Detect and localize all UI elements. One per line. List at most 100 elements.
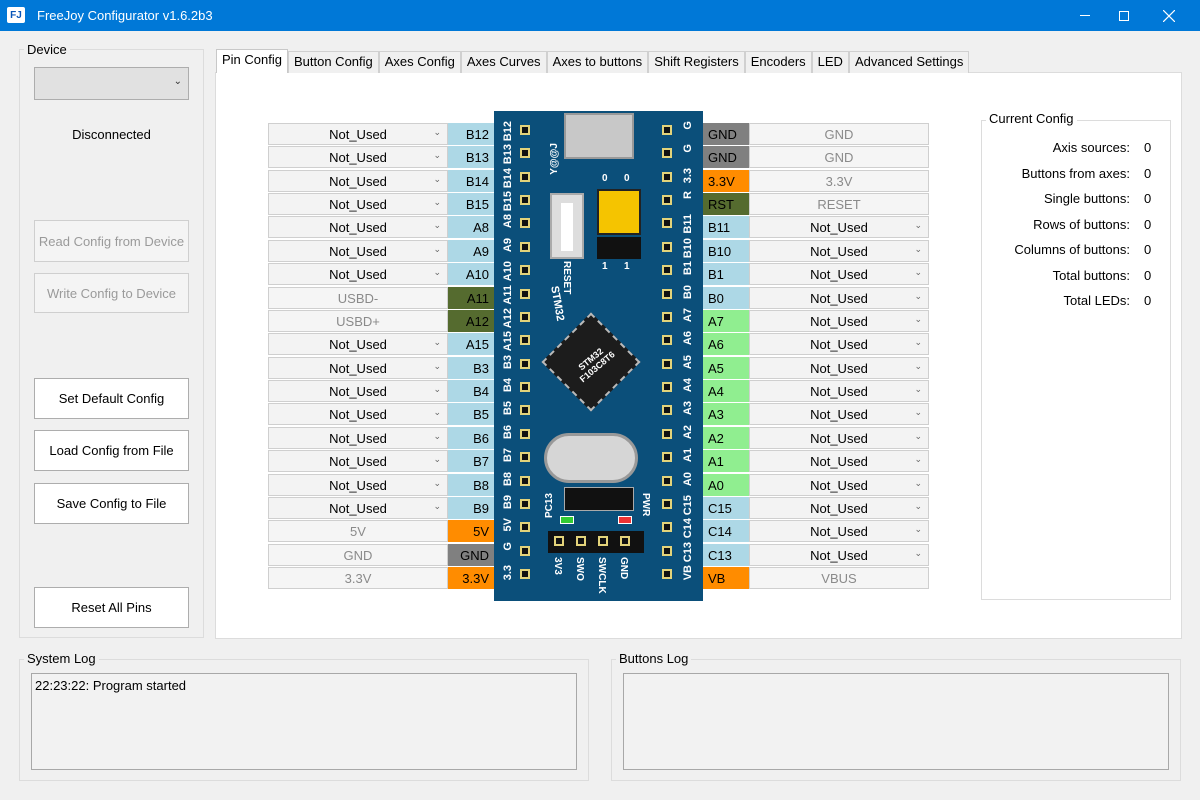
pin-select-value: Not_Used — [810, 266, 868, 282]
pin-hole-icon — [520, 172, 530, 182]
buttons-log-title: Buttons Log — [616, 651, 692, 666]
pin-select-value: Not_Used — [810, 336, 868, 352]
pin-hole-icon — [662, 148, 672, 158]
pin-select-a9[interactable]: Not_Used⌄ — [268, 240, 448, 262]
device-select[interactable]: ⌄ — [34, 67, 189, 100]
config-stat-value: 0 — [1144, 293, 1152, 308]
save-config-button[interactable]: Save Config to File — [34, 483, 189, 524]
pin-select-a4-right[interactable]: Not_Used⌄ — [749, 380, 929, 402]
pin-label-left: B6 — [448, 427, 494, 449]
chevron-down-icon: ⌄ — [433, 431, 441, 441]
pin-label-left: B3 — [448, 357, 494, 379]
pin-select-b1-right[interactable]: Not_Used ⌄ — [749, 263, 929, 285]
pin-select-b12[interactable]: Not_Used⌄ — [268, 123, 448, 145]
pin-select-value: Not_Used — [810, 523, 868, 539]
tab-shift-registers[interactable]: Shift Registers — [648, 51, 745, 73]
board-pin-label-right: B1 — [682, 261, 694, 276]
board-pin-label-right: A6 — [682, 331, 694, 346]
pin-hole-icon — [662, 242, 672, 252]
pin-select-c15-right[interactable]: Not_Used⌄ — [749, 497, 929, 519]
board-pin-label-right: A7 — [682, 308, 694, 323]
board-pin-label-left: A8 — [502, 214, 514, 229]
pin-select-value: Not_Used — [329, 243, 387, 259]
jumper-pins — [597, 237, 641, 259]
pin-hole-icon — [598, 536, 608, 546]
set-default-config-button[interactable]: Set Default Config — [34, 378, 189, 419]
pin-select-b13[interactable]: Not_Used⌄ — [268, 146, 448, 168]
pin-select-b8[interactable]: Not_Used⌄ — [268, 474, 448, 496]
pin-select-b4[interactable]: Not_Used⌄ — [268, 380, 448, 402]
board-pin-label-left: A15 — [502, 331, 514, 352]
pin-label-right: A4 — [703, 380, 749, 402]
tab-encoders[interactable]: Encoders — [744, 51, 812, 73]
pin-hole-icon — [554, 536, 564, 546]
board-pin-label-right: VB — [682, 565, 694, 581]
tab-led[interactable]: LED — [811, 51, 849, 73]
pin-select-value: Not_Used — [810, 360, 868, 376]
pin-select-c14-right[interactable]: Not_Used⌄ — [749, 520, 929, 542]
pin-select-value: Not_Used — [329, 500, 387, 516]
system-log-panel — [19, 659, 589, 781]
pin-select-b6[interactable]: Not_Used ⌄ — [268, 427, 448, 449]
pin-label-right: C15 — [703, 497, 749, 519]
board-pin-label-right: B11 — [682, 214, 694, 234]
pin-select-value: Not_Used — [329, 173, 387, 189]
pin-select-a10[interactable]: Not_Used⌄ — [268, 263, 448, 285]
pin-select-b9[interactable]: Not_Used ⌄ — [268, 497, 448, 519]
pin-select-value: Not_Used — [810, 219, 868, 235]
pc13-label: PC13 — [544, 493, 555, 519]
pin-select-value: Not_Used — [810, 430, 868, 446]
maximize-button[interactable] — [1101, 0, 1147, 31]
pin-select-b10-right[interactable]: Not_Used⌄ — [749, 240, 929, 262]
chevron-down-icon: ⌄ — [914, 407, 922, 417]
pin-select-b3[interactable]: Not_Used⌄ — [268, 357, 448, 379]
pin-select-b11-right[interactable]: Not_Used⌄ — [749, 216, 929, 238]
minimize-button[interactable] — [1062, 0, 1108, 31]
chevron-down-icon: ⌄ — [433, 337, 441, 347]
tab-pin-config[interactable]: Pin Config — [216, 49, 288, 73]
board-pin-label-left: A12 — [502, 308, 514, 329]
tab-axes-to-buttons[interactable]: Axes to buttons — [546, 51, 649, 73]
pin-select-value: Not_Used — [329, 430, 387, 446]
pin-select-a8[interactable]: Not_Used⌄ — [268, 216, 448, 238]
chevron-down-icon: ⌄ — [433, 267, 441, 277]
pin-select-b15[interactable]: Not_Used⌄ — [268, 193, 448, 215]
pin-select-b0-right[interactable]: Not_Used⌄ — [749, 287, 929, 309]
write-config-button[interactable]: Write Config to Device — [34, 273, 189, 313]
pin-select-b7[interactable]: Not_Used⌄ — [268, 450, 448, 472]
pin-select-a7-right[interactable]: Not_Used⌄ — [749, 310, 929, 332]
chevron-down-icon: ⌄ — [433, 501, 441, 511]
pin-label-right: C13 — [703, 544, 749, 566]
system-log-text[interactable]: 22:23:22: Program started — [31, 673, 577, 770]
tab-advanced-settings[interactable]: Advanced Settings — [848, 51, 970, 73]
pin-select-a3-right[interactable]: Not_Used⌄ — [749, 403, 929, 425]
crystal-icon — [544, 433, 638, 483]
reset-all-pins-button[interactable]: Reset All Pins — [34, 587, 189, 628]
chevron-down-icon: ⌄ — [914, 267, 922, 277]
pin-select-a0-right[interactable]: Not_Used⌄ — [749, 474, 929, 496]
boot-jumper-icon — [597, 189, 641, 235]
pin-label-right: 3.3V — [703, 170, 749, 192]
pin-select-a6-right[interactable]: Not_Used⌄ — [749, 333, 929, 355]
tab-axes-curves[interactable]: Axes Curves — [460, 51, 547, 73]
stm32-board: Y@@J RESET 0 0 1 1 STM32 STM32 F103C8T6 … — [494, 111, 703, 601]
pin-select-b14[interactable]: Not_Used⌄ — [268, 170, 448, 192]
config-stat-label: Total buttons: — [1052, 268, 1130, 283]
pin-select-c13-right[interactable]: Not_Used⌄ — [749, 544, 929, 566]
pin-select-a2-right[interactable]: Not_Used⌄ — [749, 427, 929, 449]
pin-label-left: A10 — [448, 263, 494, 285]
board-pin-label-right: G — [682, 121, 694, 130]
board-pin-label-right: C14 — [682, 518, 694, 539]
pin-select-a15[interactable]: Not_Used⌄ — [268, 333, 448, 355]
pin-select-gnd-right: GND — [749, 123, 929, 145]
buttons-log-text[interactable] — [623, 673, 1169, 770]
load-config-button[interactable]: Load Config from File — [34, 430, 189, 471]
tab-button-config[interactable]: Button Config — [287, 51, 379, 73]
tab-axes-config[interactable]: Axes Config — [378, 51, 461, 73]
pin-select-a5-right[interactable]: Not_Used⌄ — [749, 357, 929, 379]
pin-select-b5[interactable]: Not_Used⌄ — [268, 403, 448, 425]
pin-select-a1-right[interactable]: Not_Used⌄ — [749, 450, 929, 472]
close-button[interactable] — [1146, 0, 1192, 31]
pin-hole-icon — [662, 452, 672, 462]
read-config-button[interactable]: Read Config from Device — [34, 220, 189, 262]
